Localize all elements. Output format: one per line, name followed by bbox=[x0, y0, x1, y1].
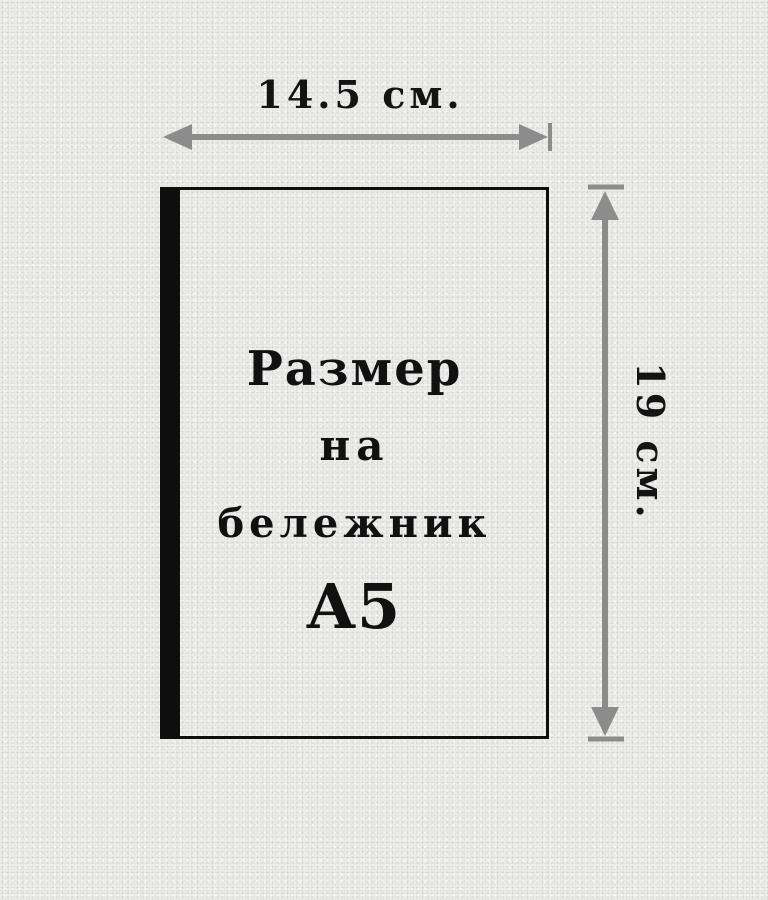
caption-line-of: на bbox=[319, 421, 390, 470]
caption-line-notebook: бележник bbox=[217, 500, 492, 547]
width-arrow bbox=[163, 123, 552, 151]
width-label: 14.5 см. bbox=[256, 72, 464, 117]
height-arrow bbox=[588, 184, 624, 742]
notebook-outline bbox=[160, 187, 549, 739]
notebook-caption: Размер на бележник A5 bbox=[160, 330, 549, 650]
caption-line-size: Размер bbox=[246, 341, 463, 397]
width-arrow-left-head bbox=[163, 124, 192, 150]
width-arrow-right-head bbox=[519, 124, 548, 150]
height-arrow-top-head bbox=[591, 191, 619, 220]
height-label: 19 см. bbox=[628, 362, 673, 522]
format-label: A5 bbox=[306, 570, 403, 643]
height-arrow-bottom-head bbox=[591, 707, 619, 736]
